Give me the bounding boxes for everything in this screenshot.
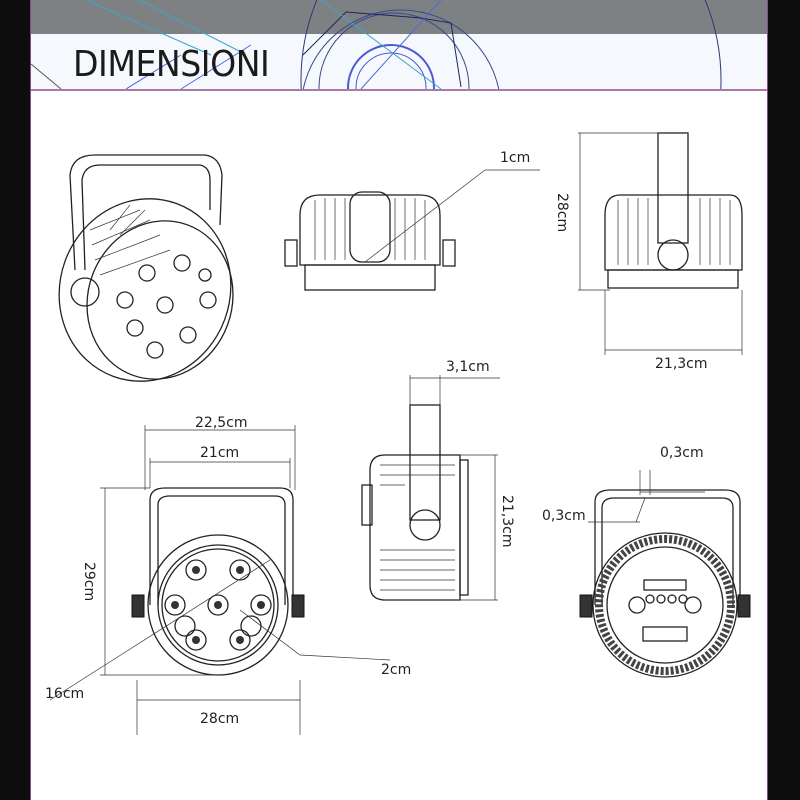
dim-0-3cm-top: 0,3cm [660, 445, 704, 461]
rear-view: 0,3cm 0,3cm [542, 445, 751, 678]
header-decoration [31, 0, 722, 90]
dim-21-3cm-back: 21,3cm [655, 356, 708, 372]
dim-21cm: 21cm [200, 445, 239, 461]
side-view: 3,1cm 21,3cm [361, 359, 515, 601]
dim-28cm-back: 28cm [554, 193, 570, 232]
dim-29cm: 29cm [81, 562, 97, 601]
top-view: 1cm [284, 150, 540, 291]
header-divider [31, 89, 767, 91]
perspective-view [58, 154, 234, 382]
dim-28cm-front: 28cm [200, 711, 239, 727]
page-title: DIMENSIONI [73, 44, 270, 85]
back-view: 28cm 21,3cm [554, 132, 743, 372]
dim-0-3cm-side: 0,3cm [542, 508, 586, 524]
front-view: 22,5cm 21cm 29cm 2cm 16cm 28cm [45, 415, 411, 735]
dim-21-3cm-side: 21,3cm [499, 495, 515, 548]
dim-3-1cm: 3,1cm [446, 359, 490, 375]
dim-16cm: 16cm [45, 686, 84, 702]
dim-22-5cm: 22,5cm [195, 415, 248, 431]
header-title-band [31, 34, 767, 89]
dim-2cm: 2cm [381, 662, 411, 678]
header-band [31, 0, 767, 34]
dim-1cm: 1cm [500, 150, 530, 166]
